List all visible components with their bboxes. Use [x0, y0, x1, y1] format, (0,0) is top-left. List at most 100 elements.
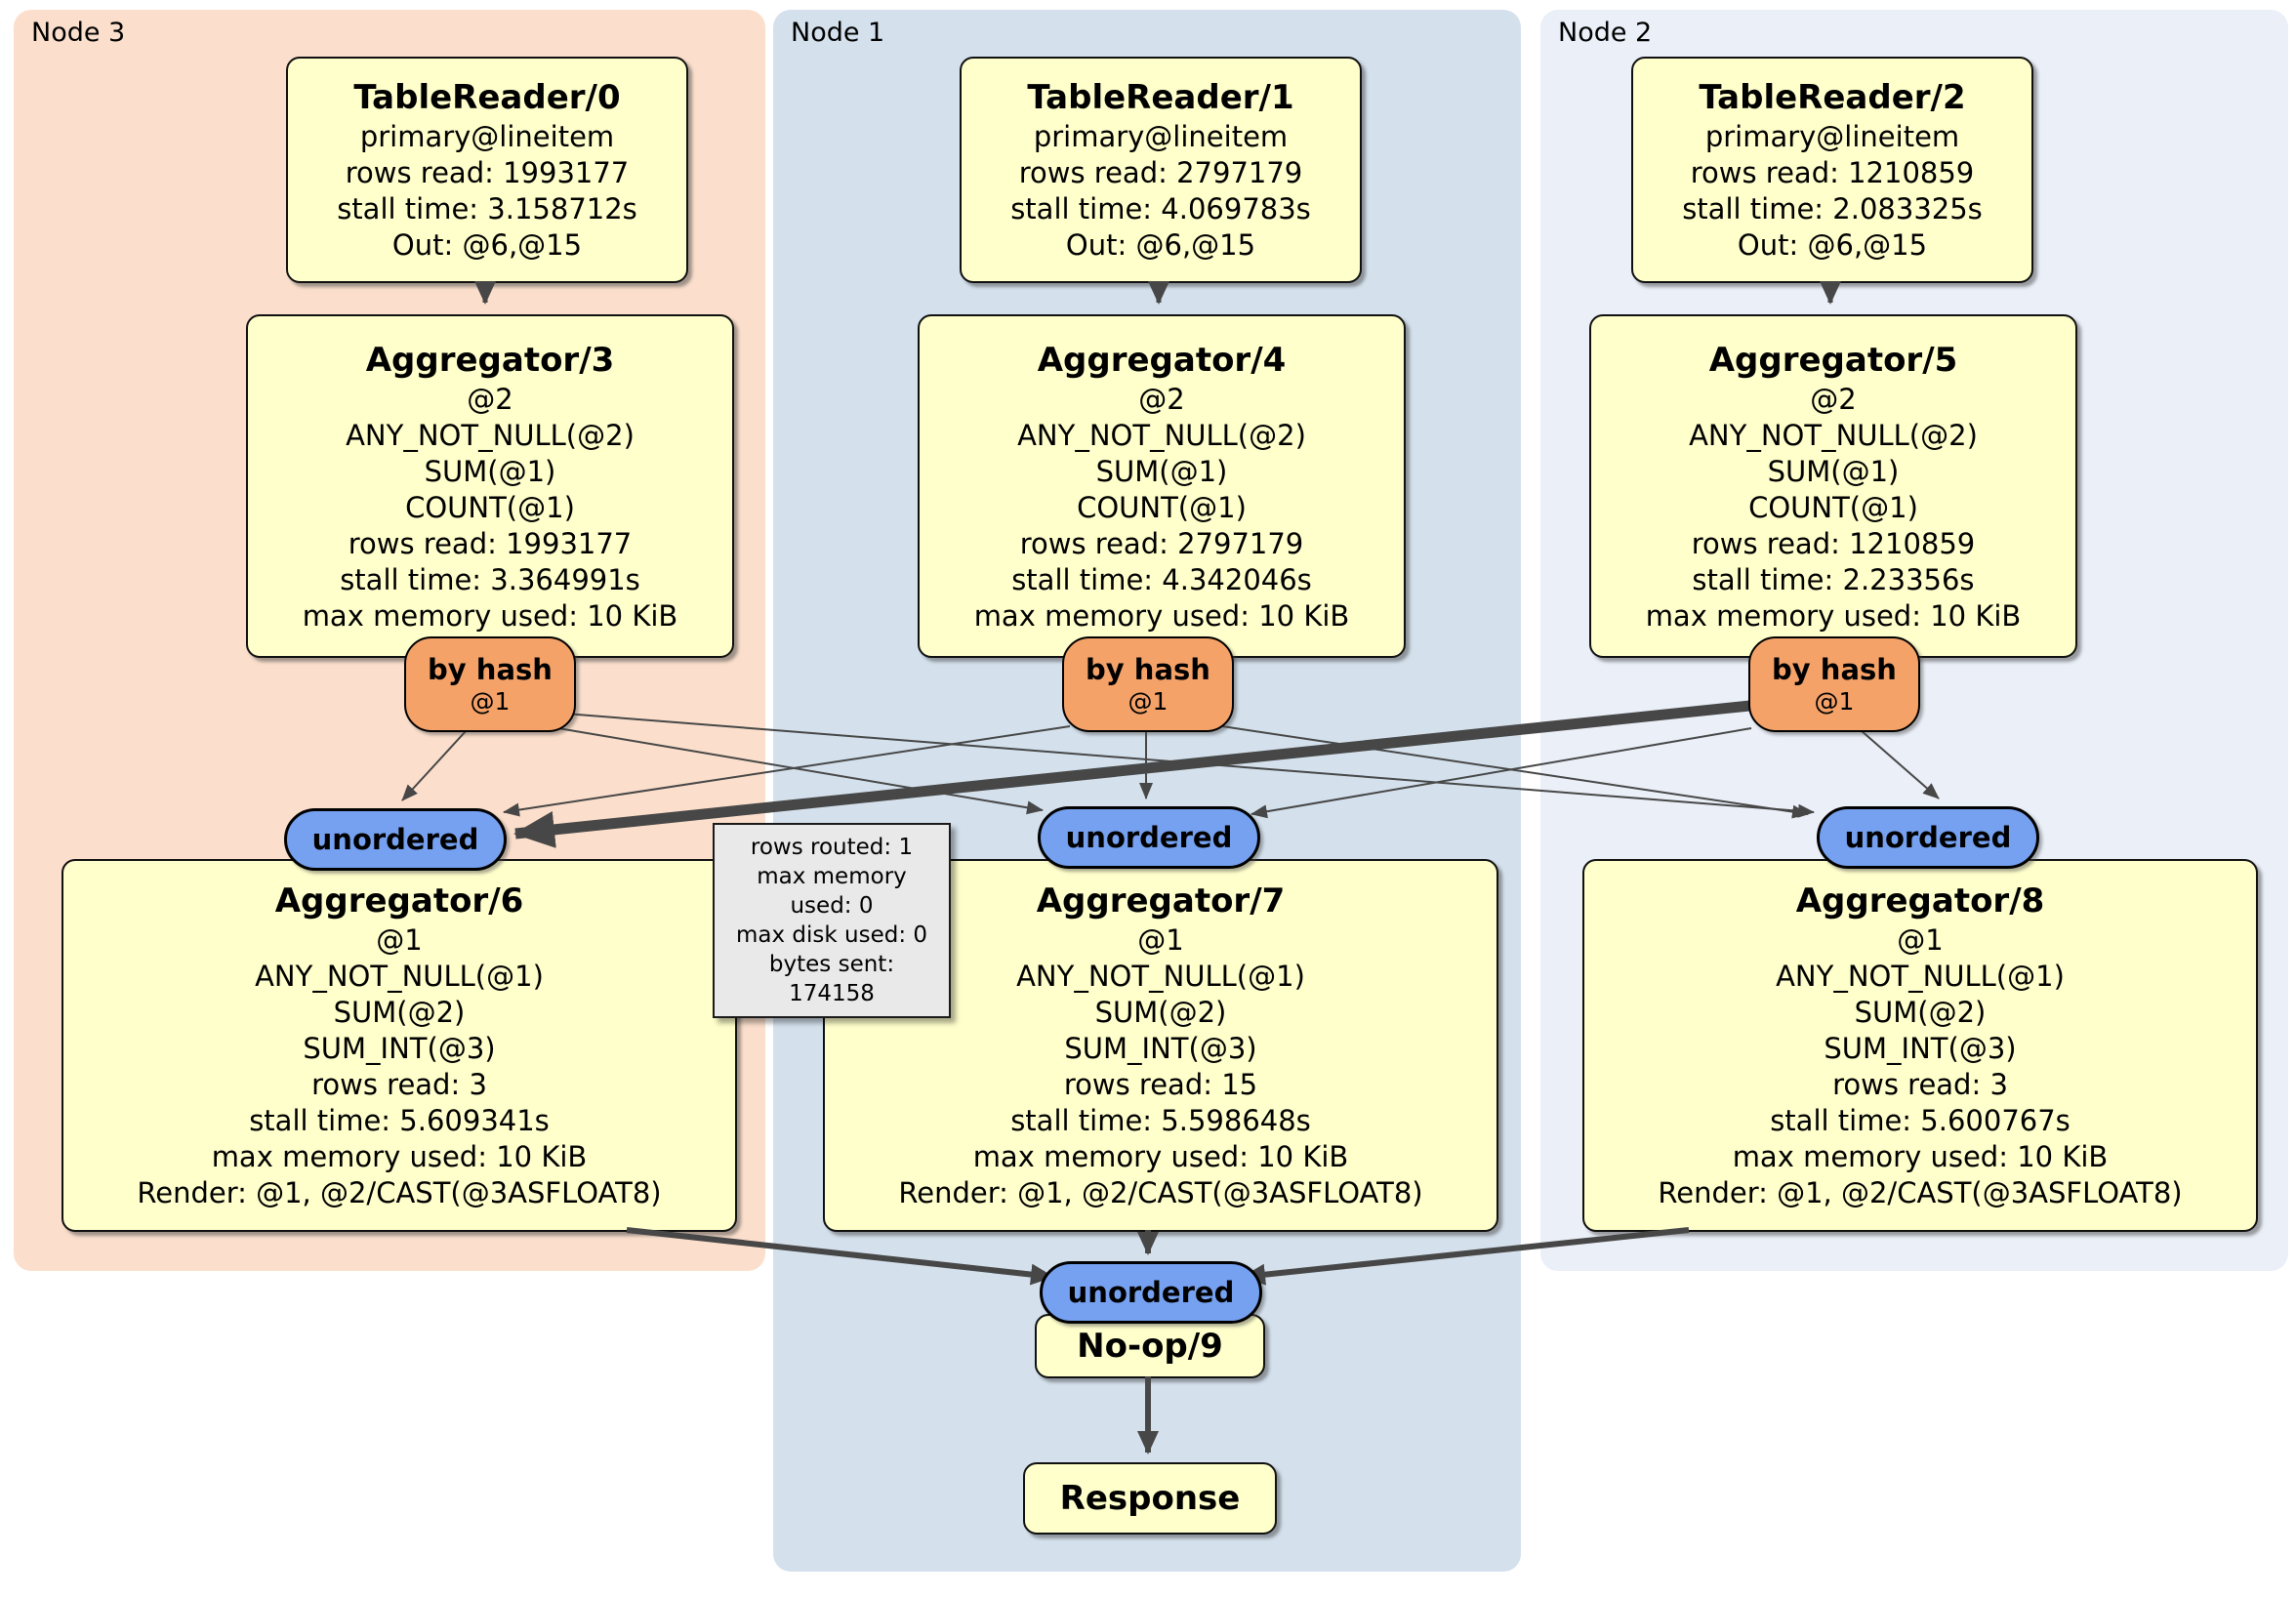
- processor-stat-line: rows read: 1993177: [345, 156, 630, 189]
- processor-stat-line: stall time: 5.598648s: [1010, 1104, 1311, 1137]
- processor-stat-line: COUNT(@1): [1077, 490, 1247, 524]
- sync-label: unordered: [1065, 821, 1233, 854]
- processor-stat-line: SUM(@2): [333, 996, 466, 1029]
- edge-router5-sync-left-highlighted[interactable]: [513, 699, 1760, 848]
- edge-router4-sync-left: [503, 725, 1071, 817]
- processor-title: TableReader/1: [1027, 78, 1294, 117]
- processor-title: Aggregator/4: [1037, 340, 1287, 380]
- processor-stat-line: SUM_INT(@3): [1824, 1032, 2017, 1065]
- processor-title: Aggregator/7: [1036, 881, 1286, 921]
- edge-router4-sync-right: [1221, 725, 1809, 819]
- processor-stat-line: @2: [467, 382, 513, 416]
- sync-unordered-left: unordered: [284, 808, 507, 871]
- processor-stat-line: primary@lineitem: [359, 120, 615, 153]
- processor-title: Response: [1059, 1479, 1241, 1518]
- processor-stat-line: rows read: 15: [1063, 1068, 1258, 1101]
- processor-stat-line: SUM(@1): [1095, 454, 1228, 488]
- edge-tooltip-line: rows routed: 1: [750, 835, 914, 860]
- edge-tooltip-line: max disk used: 0: [735, 922, 928, 948]
- edge-tooltip-line: max memory used: 0: [757, 864, 907, 919]
- processor-stat-line: primary@lineitem: [1704, 120, 1960, 153]
- edge-router3-sync-middle: [534, 723, 1044, 815]
- edge-tooltip: rows routed: 1 max memory used: 0 max disk…: [713, 823, 951, 1018]
- processor-stat-line: Render: @1, @2/CAST(@3ASFLOAT8): [137, 1176, 662, 1209]
- processor-stat-line: max memory used: 10 KiB: [1732, 1140, 2109, 1173]
- sync-unordered-bottom: unordered: [1040, 1261, 1262, 1324]
- processor-title: Aggregator/6: [274, 881, 524, 921]
- sync-unordered-middle: unordered: [1038, 806, 1260, 869]
- router-by-hash-node1: by hash @1: [1062, 636, 1234, 732]
- processor-title: TableReader/2: [1699, 78, 1966, 117]
- router-label: by hash: [1086, 653, 1210, 686]
- processor-stat-line: stall time: 5.609341s: [249, 1104, 550, 1137]
- processor-stat-line: rows read: 2797179: [1019, 526, 1304, 560]
- processor-stat-line: ANY_NOT_NULL(@1): [255, 960, 544, 993]
- sync-label: unordered: [1844, 821, 2012, 854]
- processor-stat-line: @1: [1137, 923, 1184, 957]
- processor-stat-line: Out: @6,@15: [391, 228, 583, 262]
- sync-unordered-right: unordered: [1817, 806, 2039, 869]
- processor-stat-line: stall time: 2.23356s: [1692, 562, 1975, 596]
- processor-stat-line: rows read: 1210859: [1690, 156, 1975, 189]
- processor-stat-line: Out: @6,@15: [1065, 228, 1256, 262]
- processor-stat-line: ANY_NOT_NULL(@1): [1776, 960, 2065, 993]
- processor-stat-line: SUM(@2): [1854, 996, 1987, 1029]
- processor-box-response: Response: [1023, 1462, 1277, 1535]
- edge-agg6-sync-bottom: [626, 1227, 1054, 1286]
- processor-title: No-op/9: [1077, 1327, 1223, 1366]
- processor-stat-line: stall time: 4.069783s: [1010, 192, 1311, 225]
- processor-stat-line: @1: [1897, 923, 1944, 957]
- processor-stat-line: ANY_NOT_NULL(@2): [1689, 418, 1978, 452]
- processor-stat-line: max memory used: 10 KiB: [1645, 598, 2022, 633]
- processor-stat-line: ANY_NOT_NULL(@1): [1016, 960, 1305, 993]
- processor-title: Aggregator/3: [365, 340, 615, 380]
- node-region-label: Node 2: [1558, 18, 1653, 48]
- processor-stat-line: max memory used: 10 KiB: [302, 598, 678, 633]
- processor-stat-line: rows read: 1993177: [348, 526, 633, 560]
- router-key: @1: [470, 687, 511, 716]
- router-key: @1: [1128, 687, 1168, 716]
- processor-stat-line: ANY_NOT_NULL(@2): [1017, 418, 1306, 452]
- node-region-label: Node 3: [31, 18, 126, 48]
- processor-stat-line: COUNT(@1): [1748, 490, 1918, 524]
- processor-stat-line: COUNT(@1): [405, 490, 575, 524]
- edge-agg8-sync-bottom: [1242, 1227, 1690, 1286]
- processor-stat-line: @2: [1138, 382, 1185, 416]
- processor-stat-line: stall time: 3.364991s: [340, 562, 640, 596]
- processor-stat-line: primary@lineitem: [1033, 120, 1289, 153]
- processor-stat-line: SUM(@1): [424, 454, 556, 488]
- processor-stat-line: rows read: 3: [311, 1068, 487, 1101]
- processor-title: Aggregator/5: [1708, 340, 1958, 380]
- processor-stat-line: stall time: 2.083325s: [1682, 192, 1983, 225]
- processor-stat-line: max memory used: 10 KiB: [972, 1140, 1349, 1173]
- processor-stat-line: ANY_NOT_NULL(@2): [346, 418, 635, 452]
- processor-stat-line: SUM(@2): [1094, 996, 1227, 1029]
- edge-router3-sync-left: [401, 729, 468, 801]
- processor-stat-line: @2: [1810, 382, 1857, 416]
- router-label: by hash: [428, 653, 553, 686]
- router-label: by hash: [1772, 653, 1897, 686]
- sync-label: unordered: [1067, 1276, 1235, 1309]
- processor-stat-line: max memory used: 10 KiB: [211, 1140, 588, 1173]
- processor-stat-line: stall time: 3.158712s: [337, 192, 637, 225]
- edge-router5-sync-middle: [1250, 727, 1752, 819]
- router-key: @1: [1814, 687, 1855, 716]
- processor-stat-line: Render: @1, @2/CAST(@3ASFLOAT8): [898, 1176, 1423, 1209]
- edge-tooltip-line: bytes sent: 174158: [768, 952, 895, 1006]
- processor-stat-line: SUM_INT(@3): [1064, 1032, 1257, 1065]
- processor-title: Aggregator/8: [1795, 881, 2045, 921]
- processor-stat-line: rows read: 2797179: [1018, 156, 1303, 189]
